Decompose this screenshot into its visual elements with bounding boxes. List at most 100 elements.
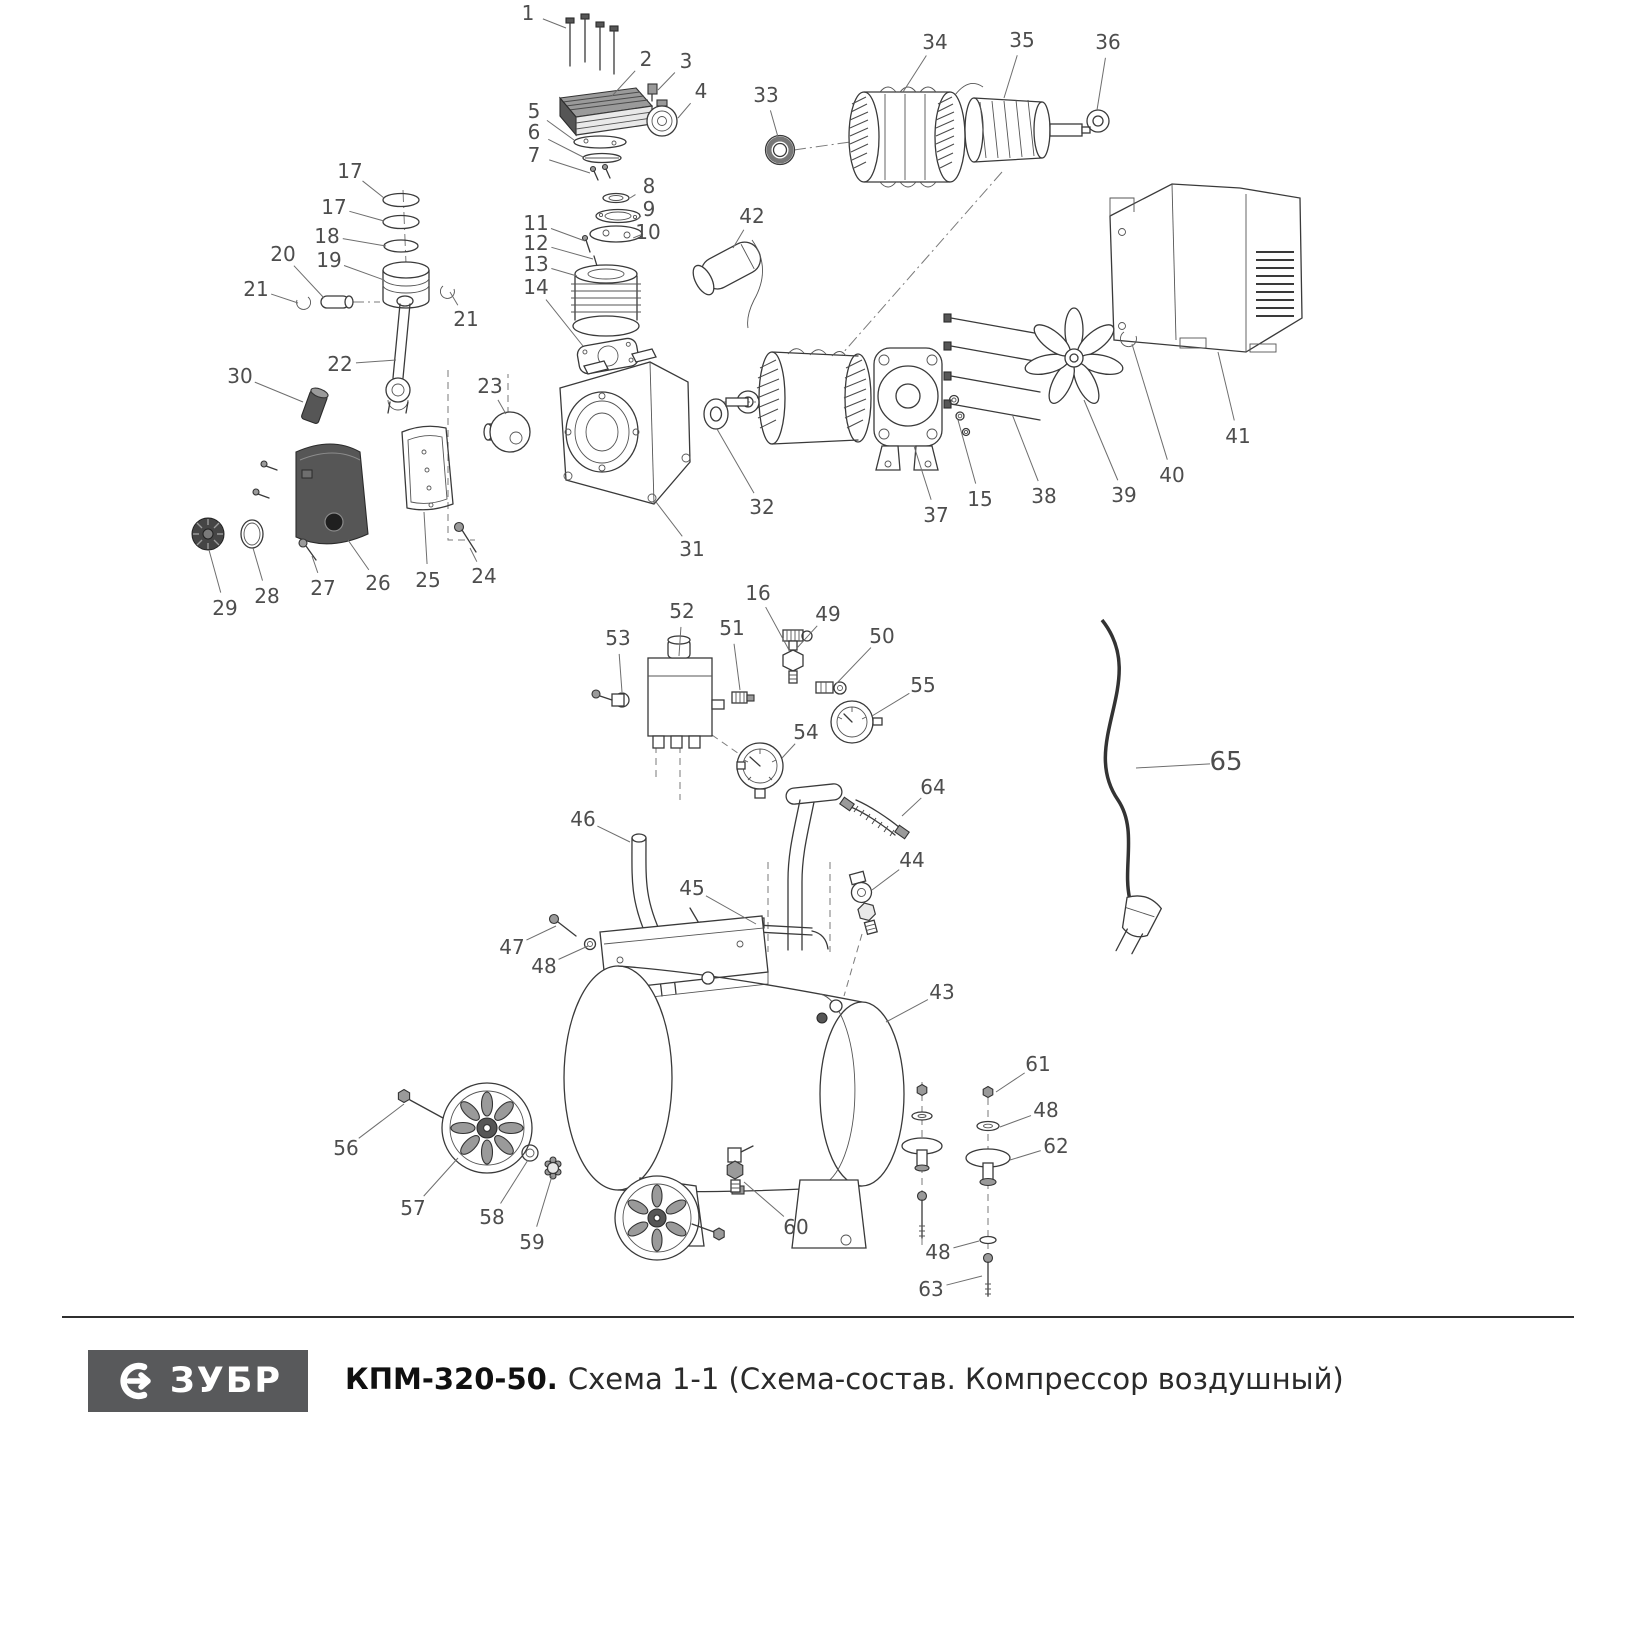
part-number: 13	[523, 252, 548, 276]
part-number: 60	[783, 1215, 808, 1239]
small-fasteners	[581, 234, 598, 267]
part-number: 29	[212, 596, 237, 620]
handle	[785, 783, 843, 951]
part-number: 7	[528, 143, 541, 167]
callout-leader	[885, 999, 929, 1023]
callout-leader	[636, 215, 642, 220]
part-number: 20	[270, 242, 295, 266]
callout-leader	[1217, 351, 1235, 421]
part-number: 48	[925, 1240, 950, 1264]
part-number: 22	[327, 352, 352, 376]
part-number: 34	[922, 30, 947, 54]
callout-leader	[677, 102, 692, 119]
part-number: 37	[923, 503, 948, 527]
zubr-logo-badge: ЗУБР	[88, 1350, 308, 1412]
safety-valve	[782, 629, 813, 684]
callout-leader	[254, 381, 304, 403]
pressure-gauge-large	[736, 742, 784, 799]
motor-shroud	[1109, 183, 1303, 353]
nipple-fitting	[731, 691, 755, 704]
part-number: 25	[415, 568, 440, 592]
callout-leader	[469, 547, 478, 562]
part-number: 30	[227, 364, 252, 388]
head-gaskets	[589, 192, 643, 243]
rotor	[964, 97, 1091, 163]
callout-leader	[765, 606, 790, 651]
crankcase-cover	[252, 443, 369, 545]
plate-washer	[583, 937, 597, 951]
callout-leader	[423, 1157, 459, 1197]
callout-leader	[657, 72, 676, 91]
crankcase	[559, 348, 691, 505]
zubr-logo-icon	[120, 1362, 151, 1400]
callout-leader	[871, 869, 900, 891]
callout-leader	[362, 180, 385, 199]
callout-leader	[550, 228, 586, 242]
intake-fitting	[647, 83, 658, 102]
callout-leader	[1003, 55, 1018, 99]
callout-leader	[208, 549, 222, 593]
part-number: 18	[314, 224, 339, 248]
callout-leader	[733, 643, 741, 691]
part-number: 38	[1031, 484, 1056, 508]
part-number: 47	[499, 935, 524, 959]
part-number: 17	[321, 195, 346, 219]
part-number: 51	[719, 616, 744, 640]
part-number: 44	[899, 848, 924, 872]
motor-bolts	[943, 313, 1041, 421]
part-number: 19	[316, 248, 341, 272]
callout-leader	[902, 55, 927, 93]
cover-screw	[298, 538, 317, 561]
crankcase-gasket	[401, 425, 454, 511]
unloader-valve	[591, 689, 630, 708]
piston	[382, 261, 430, 309]
callout-leader	[913, 445, 932, 500]
part-number: 31	[679, 537, 704, 561]
part-number: 43	[929, 980, 954, 1004]
callout-leader	[781, 743, 796, 759]
motor-assembly	[725, 348, 872, 445]
part-number: 12	[523, 231, 548, 255]
callout-leader	[953, 1240, 980, 1249]
callout-leader	[542, 18, 567, 29]
callout-leader	[678, 626, 682, 657]
part-number: 32	[749, 495, 774, 519]
callout-leader	[946, 1275, 983, 1286]
callout-leader	[999, 1115, 1032, 1128]
part-number: 53	[605, 626, 630, 650]
callout-leader	[343, 264, 385, 281]
connecting-rod	[385, 295, 414, 414]
part-number: 42	[739, 204, 764, 228]
part-number: 21	[453, 307, 478, 331]
callout-leader	[349, 210, 385, 222]
foot-stack-left	[901, 1083, 943, 1239]
callout-leader	[558, 945, 589, 960]
part-number: 24	[471, 564, 496, 588]
callout-leader	[732, 229, 745, 249]
callout-leader	[957, 419, 977, 484]
wheel-front	[441, 1082, 533, 1174]
part-number: 11	[523, 211, 548, 235]
callout-leader	[293, 265, 325, 299]
part-number: 5	[528, 99, 541, 123]
part-number: 9	[643, 197, 656, 221]
o-ring	[240, 519, 264, 549]
diagram-caption: КПМ-320-50.Схема 1-1 (Схема-состав. Комп…	[345, 1362, 1344, 1396]
cylinder	[571, 264, 641, 337]
air-tank	[563, 965, 905, 1249]
caption-subtitle: Схема 1-1 (Схема-состав. Компрессор возд…	[567, 1362, 1344, 1396]
callout-leader	[526, 925, 557, 941]
part-number: 59	[519, 1230, 544, 1254]
stator	[848, 82, 984, 188]
callout-leader	[705, 895, 757, 925]
pressure-gauge-small	[830, 700, 883, 744]
air-filter	[646, 99, 678, 137]
callout-leader	[449, 291, 459, 306]
compressor-exploded-diagram: 1234567891011121314151617171819202121222…	[191, 1, 1303, 1301]
bearing-rear	[764, 134, 796, 166]
callout-leader	[497, 399, 507, 415]
part-number: 8	[643, 174, 656, 198]
axle-washer	[521, 1144, 539, 1162]
part-number: 1	[522, 1, 535, 25]
part-number: 17	[337, 159, 362, 183]
